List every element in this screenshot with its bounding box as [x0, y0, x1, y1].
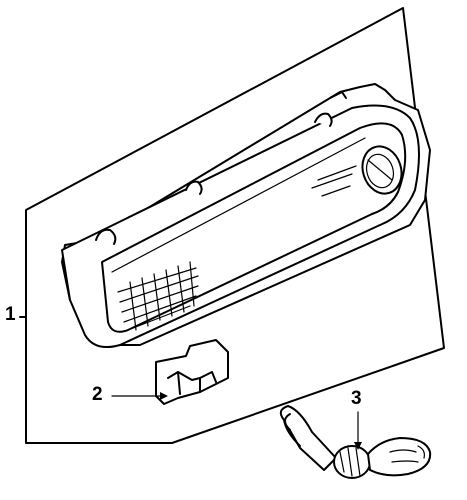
callout-2: 2 — [92, 384, 103, 405]
lamp-housing — [61, 83, 431, 348]
lens-grid — [117, 261, 199, 331]
clip-bracket — [155, 339, 229, 405]
callout-3: 3 — [351, 388, 362, 409]
leader-arrow-2 — [160, 392, 168, 400]
assembly-outline — [25, 7, 445, 444]
mounting-tab — [185, 180, 203, 195]
bulb — [279, 405, 432, 479]
mounting-tab — [314, 112, 333, 127]
leader-arrow-3 — [354, 442, 362, 450]
callout-1: 1 — [5, 304, 16, 325]
mounting-tab — [95, 228, 117, 245]
mounting-tab — [329, 91, 347, 99]
